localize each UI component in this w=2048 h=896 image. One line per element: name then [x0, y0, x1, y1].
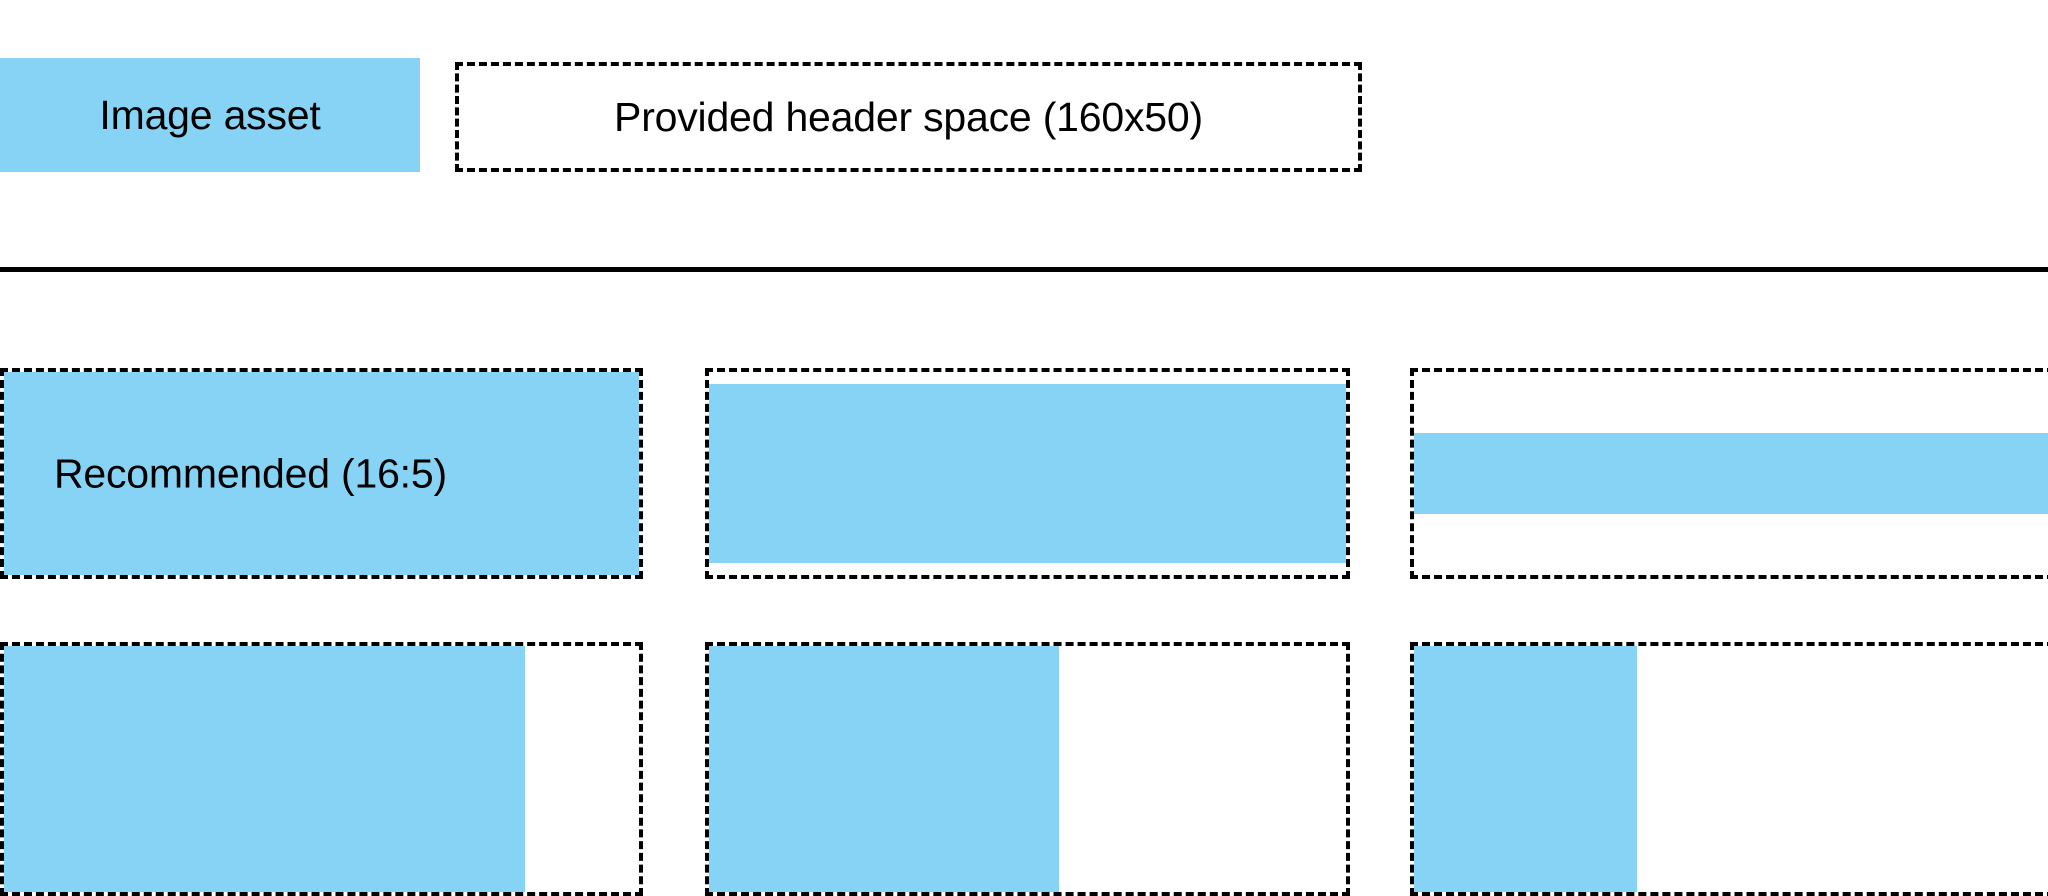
- legend-row: Image asset Provided header space (160x5…: [0, 58, 2048, 176]
- aspect-ratio-grid: Recommended (16:5): [0, 368, 2048, 896]
- ratio-fill-r1c3: [1414, 432, 2048, 515]
- image-asset-swatch: Image asset: [0, 58, 420, 172]
- ratio-fill-r1c1: [4, 372, 639, 575]
- ratio-fill-r2c1: [4, 646, 525, 892]
- ratio-cell-label-r1c1: Recommended (16:5): [54, 450, 447, 496]
- provided-header-space-label: Provided header space (160x50): [614, 93, 1203, 140]
- ratio-cell-r1c2: [705, 368, 1350, 579]
- ratio-cell-r2c3: [1410, 642, 2048, 896]
- provided-header-space-box: Provided header space (160x50): [455, 62, 1362, 172]
- ratio-fill-r1c2: [709, 384, 1346, 563]
- ratio-cell-r1c3: [1410, 368, 2048, 579]
- ratio-fill-r2c2: [709, 646, 1060, 892]
- ratio-cell-r2c1: [0, 642, 643, 896]
- ratio-cell-r2c2: [705, 642, 1350, 896]
- image-asset-swatch-label: Image asset: [99, 91, 321, 138]
- ratio-cell-r1c1: Recommended (16:5): [0, 368, 643, 579]
- section-divider: [0, 267, 2048, 272]
- ratio-fill-r2c3: [1414, 646, 1637, 892]
